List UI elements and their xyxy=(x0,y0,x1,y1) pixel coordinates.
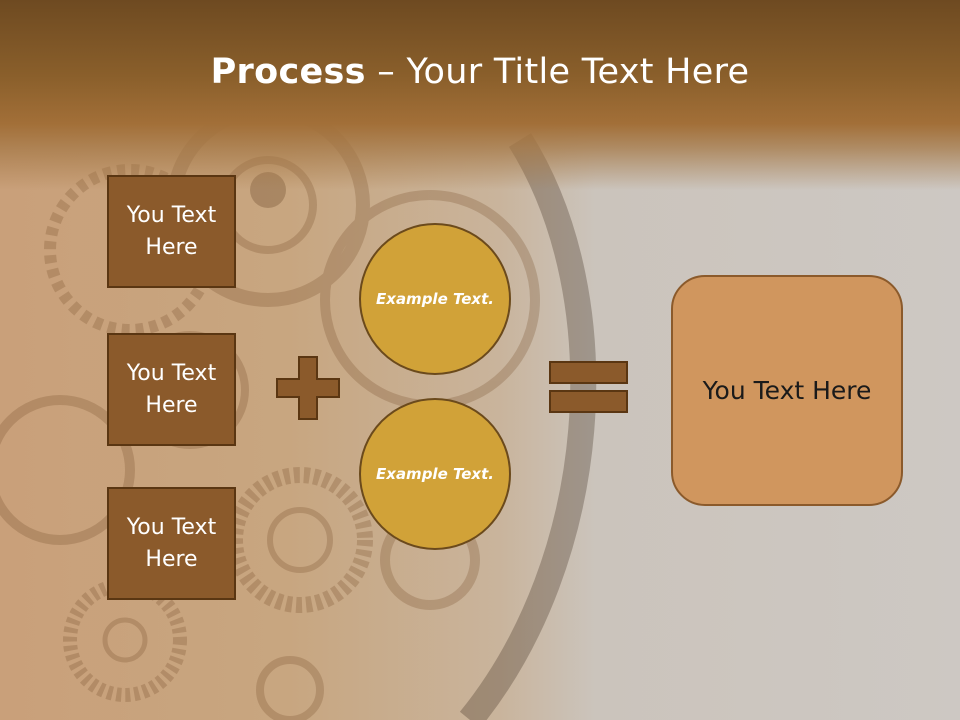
title-bold: Process xyxy=(210,52,366,92)
text-box-1: You Text Here xyxy=(107,175,236,288)
title-bar xyxy=(0,0,960,190)
text-box-3: You Text Here xyxy=(107,487,236,600)
page-title: Process – Your Title Text Here xyxy=(0,52,960,92)
title-rest: – Your Title Text Here xyxy=(365,52,750,92)
equals-bar-top xyxy=(549,361,628,384)
equals-bar-bottom xyxy=(549,390,628,413)
plus-icon xyxy=(276,356,340,420)
example-circle-2: Example Text. xyxy=(359,398,511,550)
example-circle-1: Example Text. xyxy=(359,223,511,375)
result-box: You Text Here xyxy=(671,275,903,506)
text-box-2: You Text Here xyxy=(107,333,236,446)
